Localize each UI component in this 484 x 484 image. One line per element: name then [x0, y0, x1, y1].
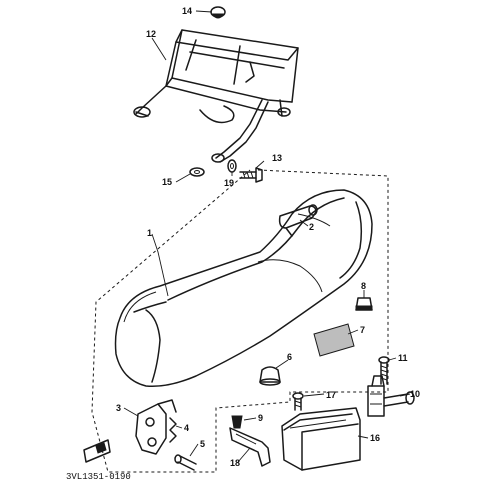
seat-strap-part: [278, 204, 318, 237]
bolt-part: [239, 167, 263, 183]
callout-19: 19: [224, 178, 234, 188]
callout-4: 4: [184, 423, 189, 433]
callout-1: 1: [147, 228, 152, 238]
callout-17: 17: [326, 390, 336, 400]
callout-13: 13: [272, 153, 282, 163]
grommet-part: [231, 415, 243, 429]
callout-11: 11: [398, 353, 408, 363]
drawing-code: 3VL1351-0190: [66, 472, 131, 482]
damper-2-part: [259, 366, 281, 386]
screw-part: [292, 392, 304, 411]
collar-part: [227, 159, 237, 173]
lock-part: [367, 375, 415, 417]
callout-14: 14: [182, 6, 192, 16]
washer-part: [189, 167, 205, 177]
callout-15: 15: [162, 177, 172, 187]
storage-case-part: [281, 407, 361, 471]
callout-3: 3: [116, 403, 121, 413]
callout-16: 16: [370, 433, 380, 443]
hook-part: [229, 427, 271, 467]
callout-9: 9: [258, 413, 263, 423]
bolt-2-part: [378, 356, 390, 385]
damper-part: [355, 297, 373, 311]
seat-lock-base-part: [135, 399, 177, 455]
label-plate-part: [83, 439, 111, 463]
leader-lines: [123, 10, 411, 463]
callout-7: 7: [360, 325, 365, 335]
callout-6: 6: [287, 352, 292, 362]
pin-part: [174, 454, 197, 471]
callout-12: 12: [146, 29, 156, 39]
assembly-outline: [91, 169, 389, 473]
callout-5: 5: [200, 439, 205, 449]
callout-10: 10: [410, 389, 420, 399]
spring-part: [169, 417, 177, 443]
callout-2: 2: [309, 222, 314, 232]
seat-part: [114, 189, 373, 388]
callout-8: 8: [361, 281, 366, 291]
cap-part: [210, 6, 226, 19]
callout-18: 18: [230, 458, 240, 468]
rear-carrier-part: [133, 29, 299, 163]
pad-part: [313, 323, 355, 357]
